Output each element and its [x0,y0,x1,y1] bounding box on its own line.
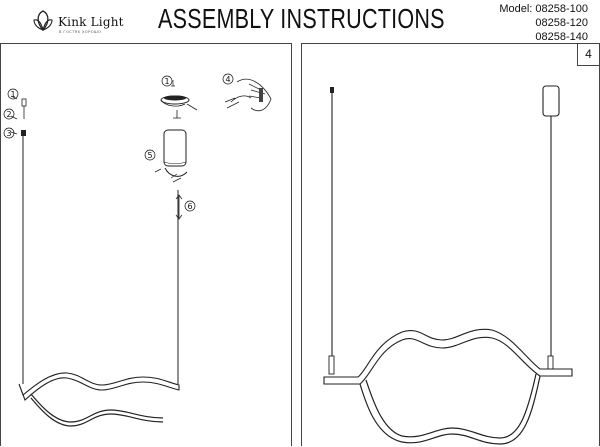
left-panel-diagram: 1 2 3 1 [3,73,272,427]
step-label-1-canopy: 1 [161,75,173,87]
brand-logo: Kink Light В ГОСТЯХ ХОРОШО [30,8,140,38]
svg-text:6: 6 [187,202,192,211]
svg-text:1: 1 [164,77,169,86]
brand-tagline: В ГОСТЯХ ХОРОШО [59,30,102,34]
assembled-lamp-wave [323,328,573,385]
model-number: 08258-140 [535,31,588,43]
wiring-detail [224,78,272,112]
step-label-6: 6 [184,200,196,212]
lamp-wave-lower [30,393,164,423]
svg-text:2: 2 [6,110,11,119]
svg-text:3: 3 [6,129,11,138]
svg-text:1: 1 [10,90,15,99]
right-panel-diagram [323,85,573,445]
step-label-5: 5 [144,149,156,161]
leaf-logo-icon [33,10,53,31]
panel-left-installation-steps: 1 2 3 1 [0,43,292,446]
ceiling-canopy [160,95,198,119]
svg-text:5: 5 [147,151,152,160]
svg-text:4: 4 [225,75,230,84]
step-label-4: 4 [222,73,234,85]
brand-name: Kink Light [58,15,124,29]
step-label-2: 2 [3,108,15,120]
model-number: 08258-120 [535,17,588,29]
step-number-box: 4 [577,44,599,66]
left-cable-fittings [10,95,27,384]
panel-right-final-assembly: 4 [301,43,600,446]
canopy-cylinder [542,85,560,117]
canopy-cover [154,129,188,183]
model-number: Model: 08258-100 [499,3,588,15]
step-label-1: 1 [7,88,19,100]
page-title: ASSEMBLY INSTRUCTIONS [158,3,445,34]
step-label-3: 3 [3,127,15,139]
model-numbers: Model: 08258-100 08258-120 08258-140 [499,2,588,44]
lamp-wave-body [18,372,180,401]
